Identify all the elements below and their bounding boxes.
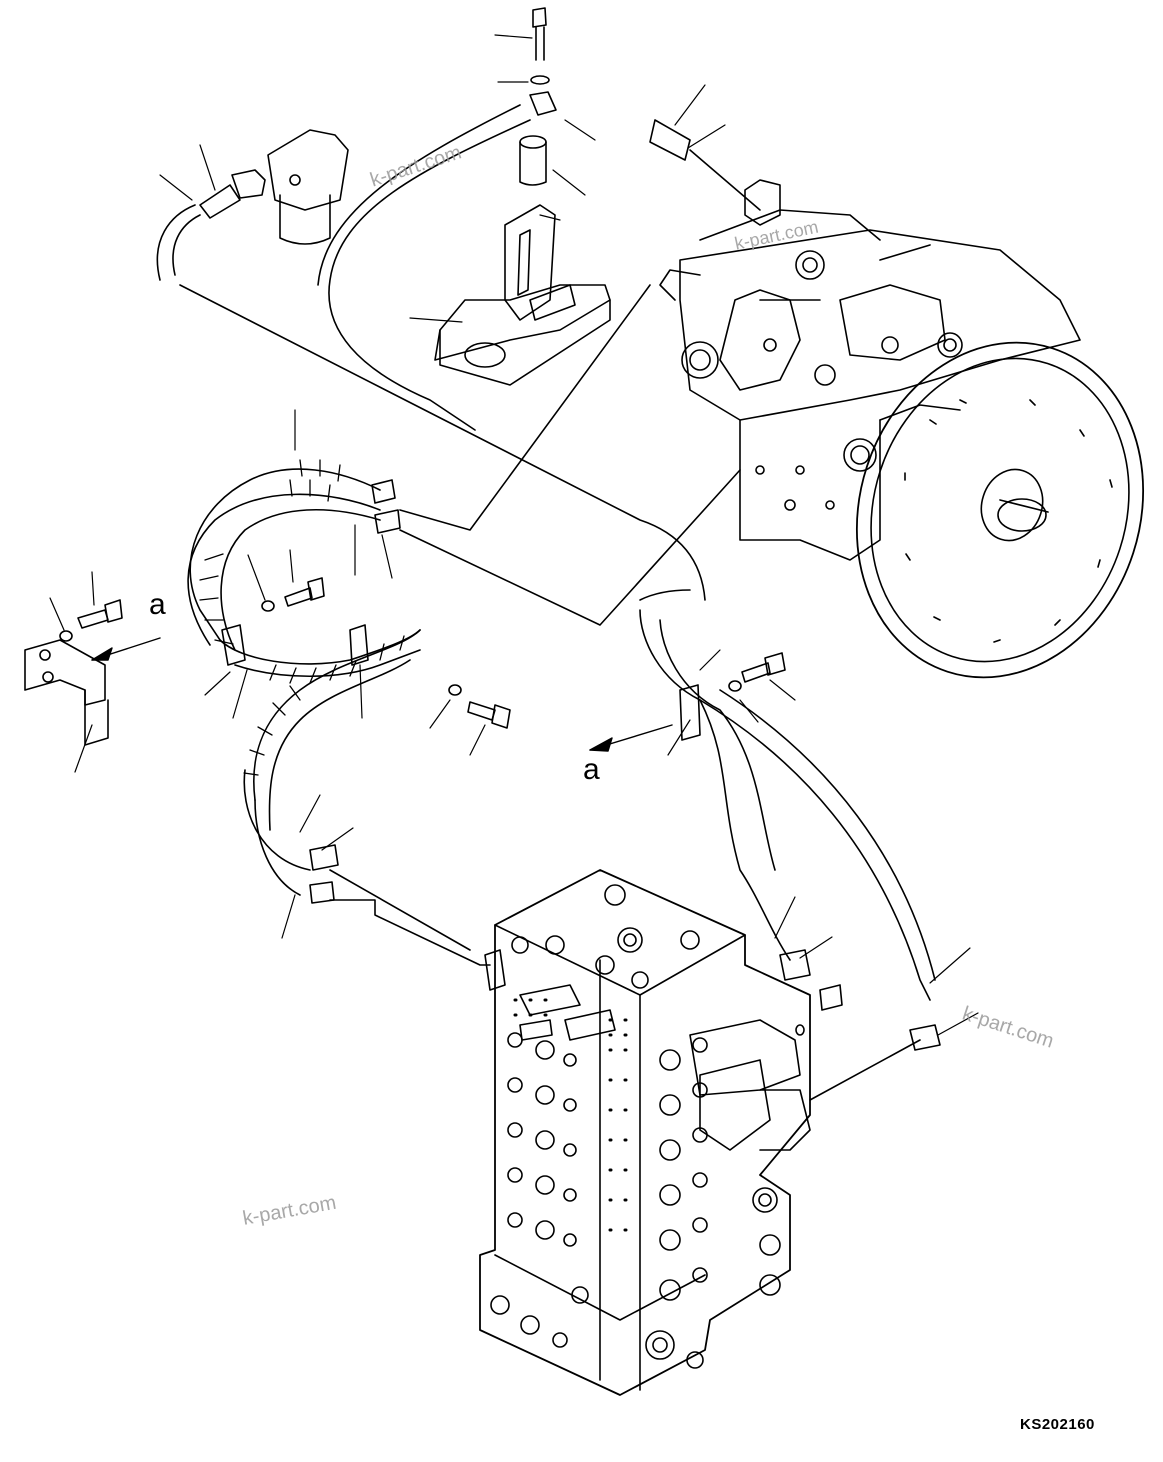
view-arrows	[91, 637, 673, 752]
figure-code: KS202160	[1020, 1416, 1095, 1433]
control-valve-assembly	[479, 869, 811, 1396]
view-label-a: a	[149, 588, 166, 621]
view-label-a: a	[583, 753, 600, 786]
mounting-plate	[434, 204, 611, 386]
hose-clamps	[221, 91, 701, 741]
bolts-washers	[59, 577, 805, 1036]
spacer-collar	[519, 135, 547, 186]
spiral-wrap-marks	[199, 459, 405, 776]
main-pump-assembly	[659, 179, 1145, 679]
pilot-block	[231, 129, 349, 245]
l-bracket	[24, 639, 109, 746]
hose-fittings	[199, 119, 941, 1051]
hose-lines	[156, 104, 936, 1101]
leader-lines	[49, 34, 979, 1036]
bolt-top	[530, 7, 550, 85]
